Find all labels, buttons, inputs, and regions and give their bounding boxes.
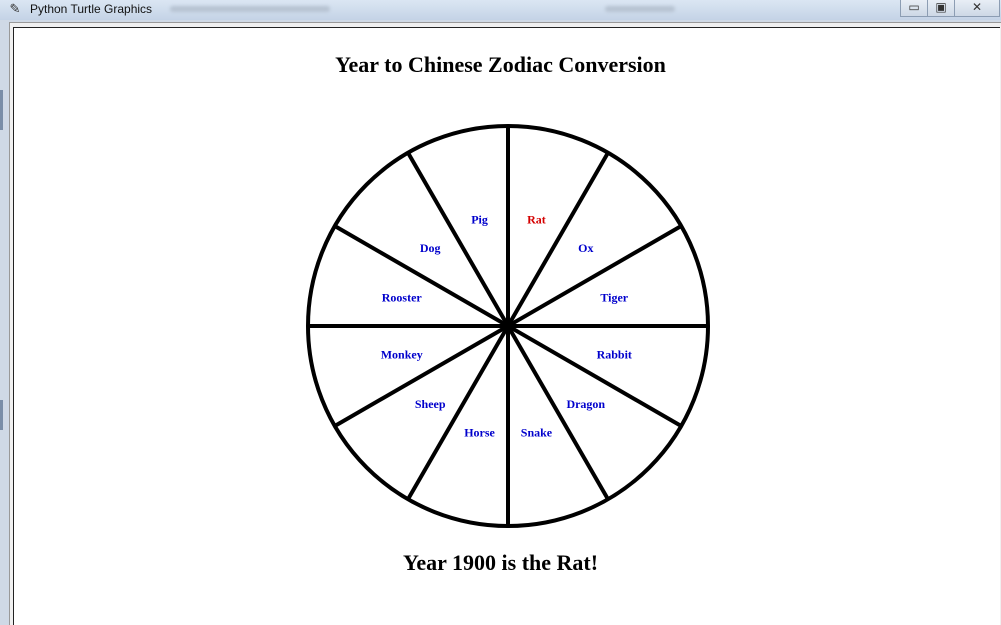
sign-label-ox: Ox — [578, 241, 593, 255]
wheel-spoke — [506, 324, 683, 428]
wheel-spoke — [506, 151, 610, 328]
background-window-edge — [0, 90, 3, 130]
close-button[interactable]: ✕ — [954, 0, 1000, 17]
window-title: Python Turtle Graphics — [30, 2, 153, 16]
blurred-toolbar — [605, 6, 675, 12]
result-text: Year 1900 is the Rat! — [402, 550, 599, 575]
title-bar[interactable]: ✎ Python Turtle Graphics ▭ ▣ ✕ — [0, 0, 1001, 20]
background-window-edge — [0, 400, 3, 430]
canvas-title: Year to Chinese Zodiac Conversion — [335, 52, 666, 77]
wheel-spoke — [406, 324, 510, 501]
sign-label-pig: Pig — [471, 213, 488, 227]
wheel-spoke — [333, 324, 510, 428]
sign-label-rat: Rat — [527, 213, 546, 227]
sign-label-dog: Dog — [420, 241, 441, 255]
wheel-spoke — [506, 224, 683, 328]
sign-label-dragon: Dragon — [566, 397, 605, 411]
wheel-spoke — [406, 151, 510, 328]
sign-label-sheep: Sheep — [415, 397, 446, 411]
wheel-spoke — [506, 324, 610, 501]
wheel-spokes — [308, 126, 708, 526]
sign-label-rooster: Rooster — [382, 291, 423, 305]
sign-label-monkey: Monkey — [381, 347, 423, 361]
wheel-spoke — [333, 224, 510, 328]
sign-label-tiger: Tiger — [600, 291, 628, 305]
feather-icon: ✎ — [9, 1, 21, 16]
blurred-path — [170, 6, 330, 12]
sign-label-rabbit: Rabbit — [597, 347, 632, 361]
sign-label-snake: Snake — [521, 425, 553, 439]
sign-label-horse: Horse — [464, 425, 495, 439]
